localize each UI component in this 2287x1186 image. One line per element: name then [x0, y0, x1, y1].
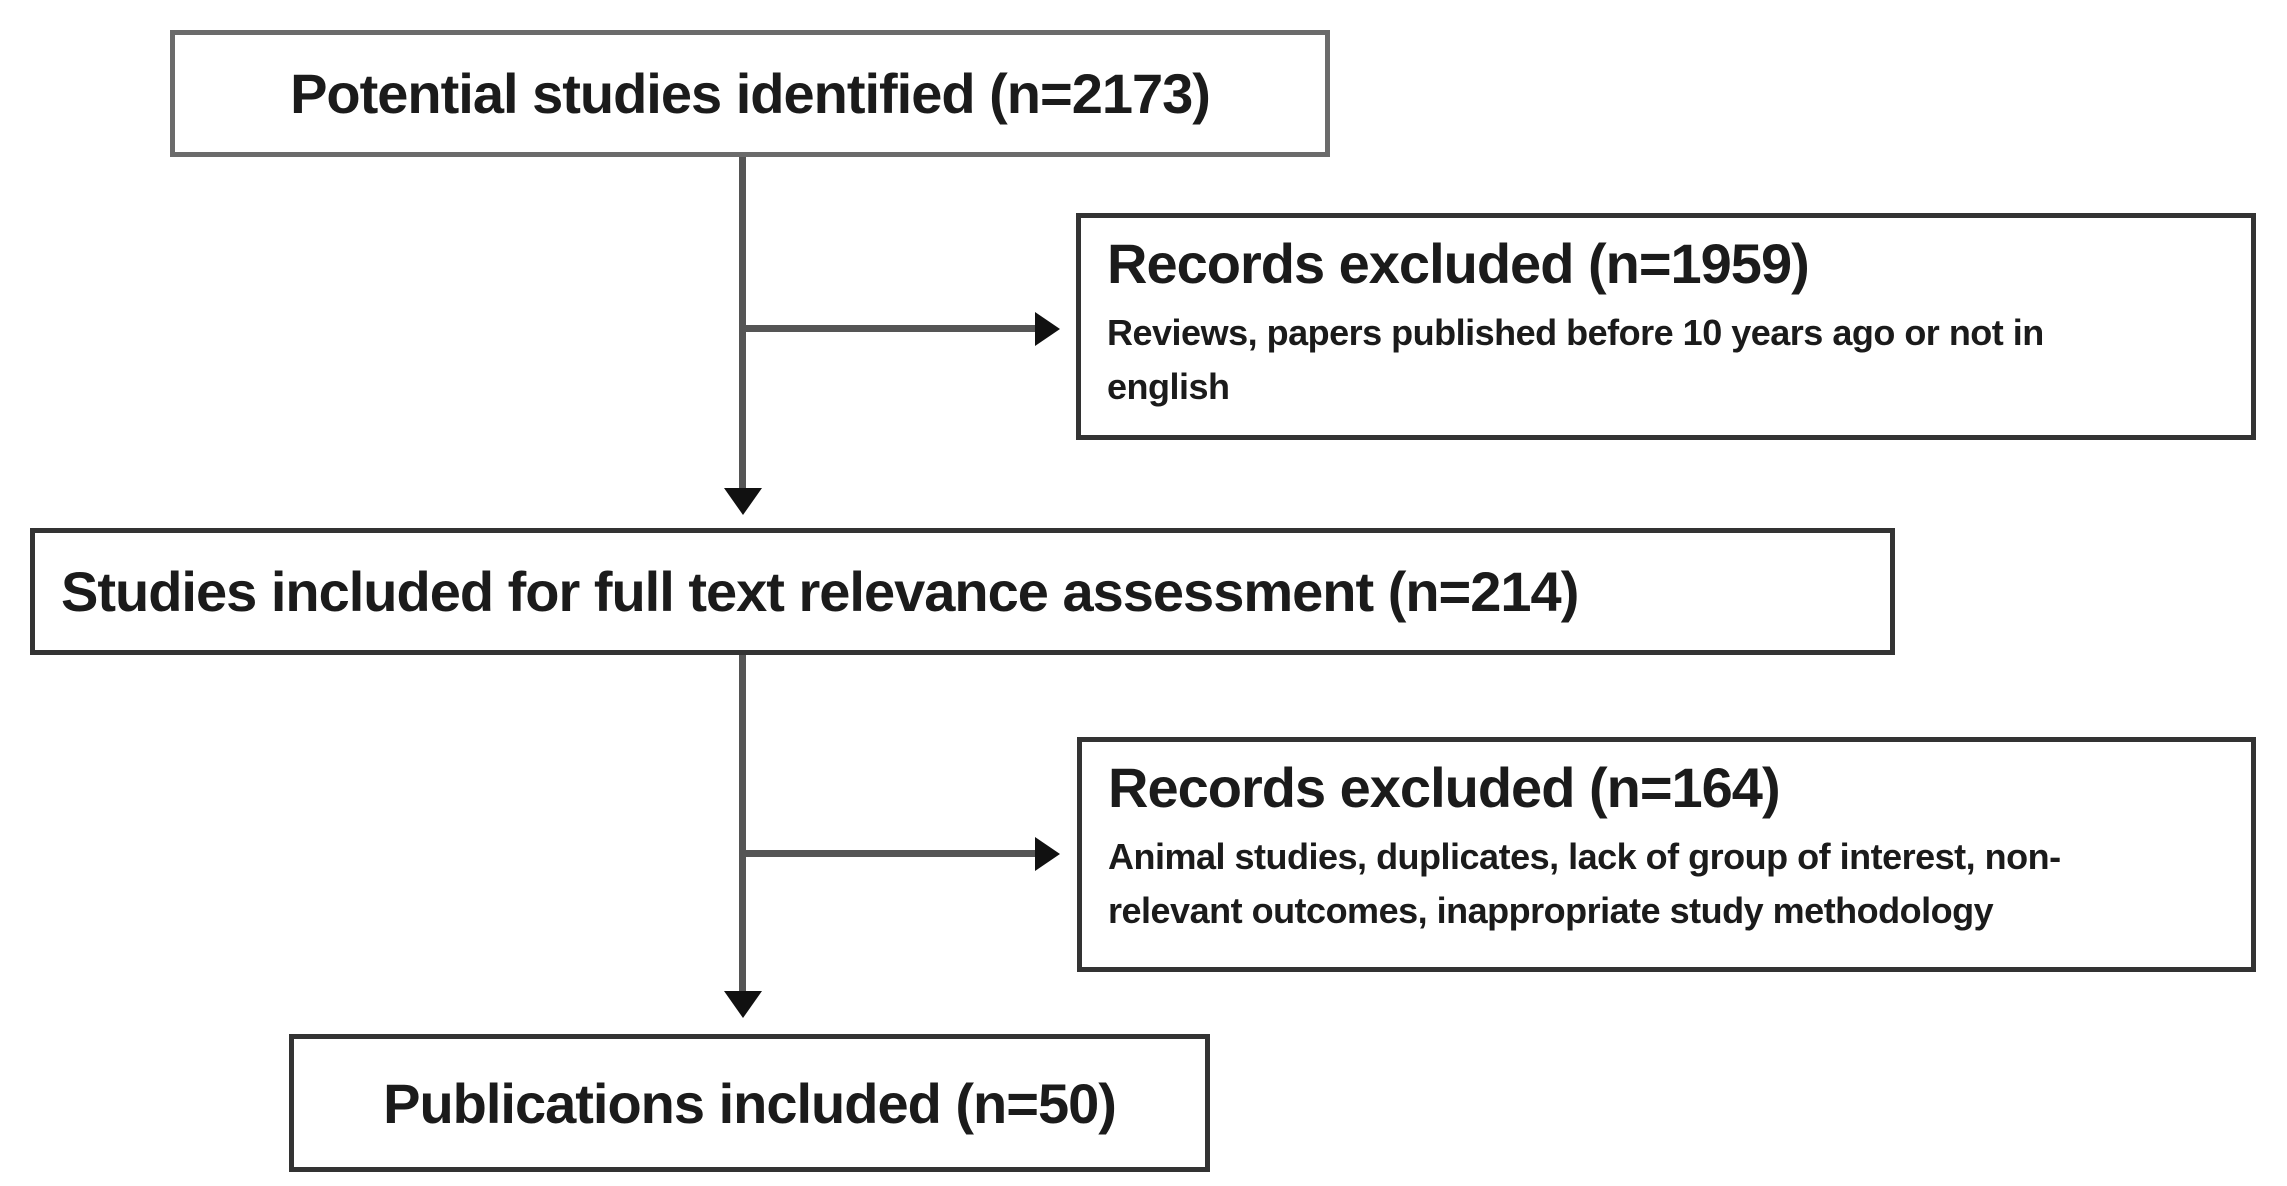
- connector-vertical-1: [739, 157, 746, 490]
- box-records-excluded-screening: Records excluded (n=1959) Reviews, paper…: [1076, 213, 2256, 440]
- box-potential-studies-identified: Potential studies identified (n=2173): [170, 30, 1330, 157]
- publications-included-label: Publications included (n=50): [383, 1071, 1117, 1135]
- box-records-excluded-full-text: Records excluded (n=164) Animal studies,…: [1077, 737, 2256, 972]
- connector-horizontal-2: [742, 850, 1036, 857]
- records-excluded-screening-reasons: Reviews, papers published before 10 year…: [1107, 312, 2044, 408]
- potential-studies-label: Potential studies identified (n=2173): [290, 62, 1211, 125]
- arrowhead-down-1: [724, 488, 762, 515]
- records-excluded-full-text-reasons: Animal studies, duplicates, lack of grou…: [1108, 836, 2061, 932]
- connector-vertical-2: [739, 655, 746, 992]
- full-text-assessment-label: Studies included for full text relevance…: [61, 560, 1579, 623]
- records-excluded-full-text-title: Records excluded (n=164): [1108, 756, 1781, 819]
- arrowhead-down-2: [724, 991, 762, 1018]
- arrowhead-right-1: [1035, 312, 1060, 346]
- box-publications-included: Publications included (n=50): [289, 1034, 1210, 1172]
- arrowhead-right-2: [1035, 837, 1060, 871]
- box-full-text-assessment: Studies included for full text relevance…: [30, 528, 1895, 655]
- records-excluded-screening-title: Records excluded (n=1959): [1107, 232, 1810, 295]
- connector-horizontal-1: [742, 325, 1036, 332]
